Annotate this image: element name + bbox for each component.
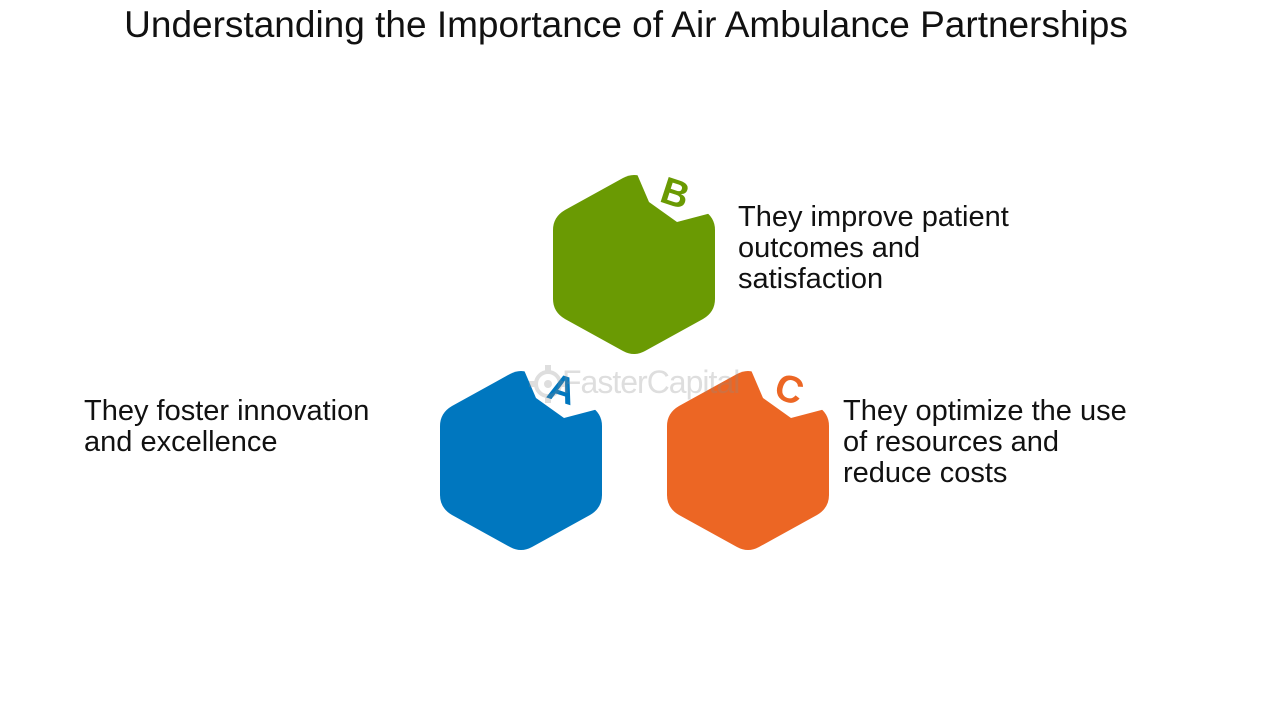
hexagon-c: C [667,370,829,551]
hexagon-a-shape: A [440,370,602,550]
watermark: FasterCapital [528,362,818,406]
description-b: They improve patient outcomes and satisf… [738,202,1009,295]
description-a: They foster innovation and excellence [84,396,369,458]
description-a-line: and excellence [84,426,278,458]
hexagon-c-notch [751,370,829,418]
description-b-line: satisfaction [738,263,884,295]
hexagon-b-shape: B [553,174,715,354]
description-c: They optimize the use of resources and r… [843,396,1127,489]
description-c-line: reduce costs [843,457,1008,489]
description-a-line: They foster innovation [84,395,370,427]
description-c-line: of resources and [843,426,1060,458]
watermark-logo-icon [529,365,567,403]
watermark-text: FasterCapital [562,364,740,400]
description-c-line: They optimize the use [843,395,1127,427]
description-b-line: outcomes and [738,232,921,264]
hexagon-a-notch [524,370,602,418]
description-b-line: They improve patient [738,201,1009,233]
slide-title: Understanding the Importance of Air Ambu… [124,4,1128,45]
hexagon-b: B [553,174,715,355]
hexagon-b-notch [637,174,715,222]
hexagon-c-shape: C [667,370,829,550]
hexagon-a: A [440,370,602,551]
